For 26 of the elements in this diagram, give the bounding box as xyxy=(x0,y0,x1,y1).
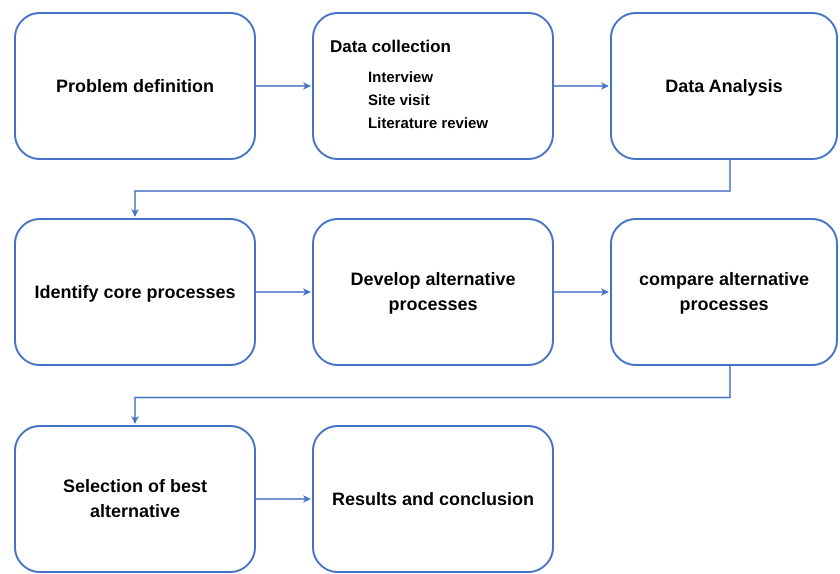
process-box xyxy=(610,12,838,160)
arrow xyxy=(256,82,311,90)
box-title: Problem definition xyxy=(56,74,214,98)
box-title: Identify core processes xyxy=(34,280,236,304)
box-title: Develop alternative processes xyxy=(349,268,517,316)
process-box xyxy=(312,12,554,160)
arrow xyxy=(131,366,731,424)
box-title: Results and conclusion xyxy=(332,488,534,510)
box-title: Data collection xyxy=(330,36,451,58)
process-box xyxy=(14,12,256,160)
list-item: Site visit xyxy=(368,90,430,110)
process-box xyxy=(610,218,838,366)
arrow xyxy=(256,288,311,296)
list-item: Interview xyxy=(368,68,434,88)
process-box xyxy=(14,218,256,366)
box-title: compare alternative processes xyxy=(638,268,810,316)
list-item: Literature review xyxy=(368,114,488,134)
arrow xyxy=(131,160,731,217)
box-title: Selection of best alternative xyxy=(62,475,208,523)
process-box xyxy=(312,425,554,573)
box-title: Data Analysis xyxy=(665,74,783,98)
process-box xyxy=(312,218,554,366)
process-box xyxy=(14,425,256,573)
arrow xyxy=(554,82,609,90)
arrow xyxy=(256,495,311,503)
arrow xyxy=(554,288,609,296)
